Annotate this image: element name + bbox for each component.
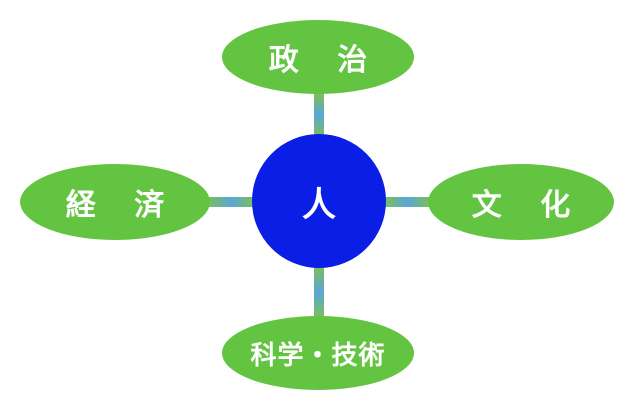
node-person-label: 人 (302, 184, 336, 225)
node-politics: 政 治 (222, 20, 414, 94)
node-culture: 文 化 (428, 164, 614, 240)
connector-top (314, 92, 324, 138)
node-science-technology-label: 科学・技術 (250, 340, 386, 371)
node-culture-label: 文 化 (471, 188, 585, 223)
connector-left (206, 197, 256, 207)
connector-bottom (314, 264, 324, 320)
node-economy: 経 済 (20, 164, 210, 240)
connector-right (382, 197, 432, 207)
node-politics-label: 政 治 (268, 43, 382, 78)
node-economy-label: 経 済 (65, 188, 179, 223)
node-science-technology: 科学・技術 (222, 316, 414, 390)
node-person: 人 (252, 134, 386, 268)
